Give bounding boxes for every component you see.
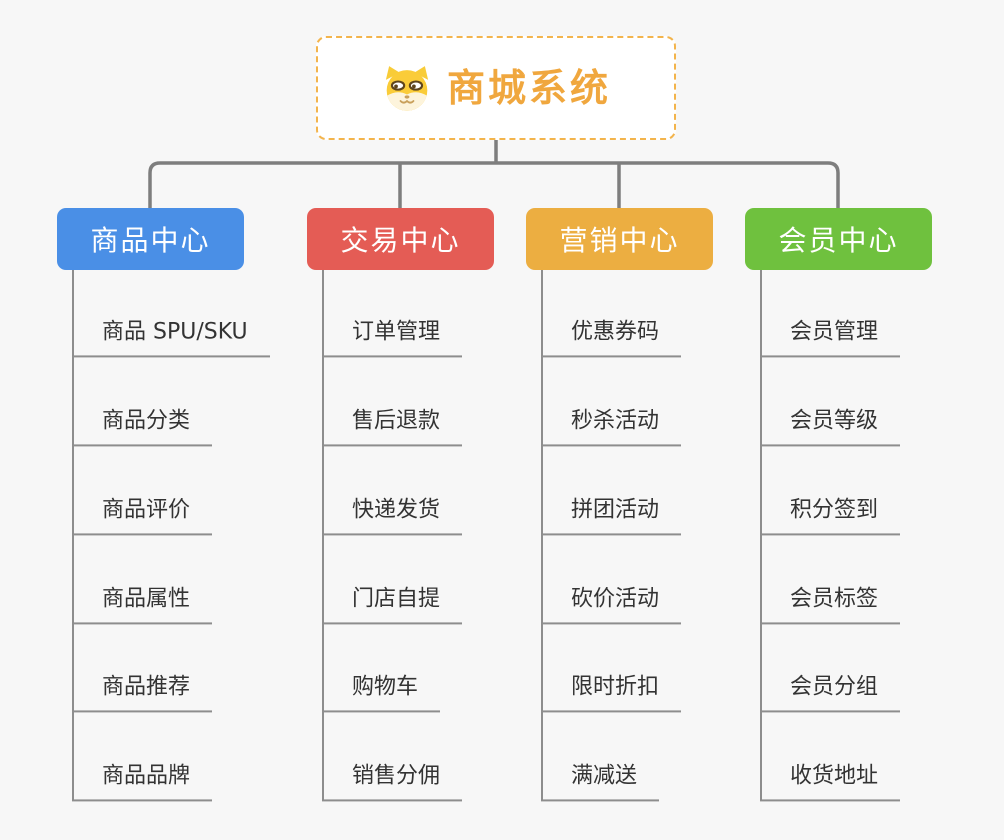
leaf-node[interactable]: 会员管理	[760, 318, 901, 357]
root-title: 商城系统	[446, 66, 611, 110]
branch-spine	[322, 270, 324, 801]
dog-face-icon	[381, 64, 433, 112]
branch-header-label: 交易中心	[340, 224, 461, 257]
leaf-node[interactable]: 砍价活动	[541, 585, 682, 624]
leaf-node[interactable]: 快递发货	[322, 496, 463, 535]
branch-header-0[interactable]: 商品中心	[57, 208, 244, 270]
leaf-node[interactable]: 收货地址	[760, 762, 901, 801]
root-node[interactable]: 商城系统	[316, 36, 676, 140]
leaf-node[interactable]: 秒杀活动	[541, 407, 682, 446]
branch-header-label: 会员中心	[778, 224, 899, 257]
leaf-node[interactable]: 会员标签	[760, 585, 901, 624]
leaf-node[interactable]: 积分签到	[760, 496, 901, 535]
leaf-node[interactable]: 会员等级	[760, 407, 901, 446]
leaf-node[interactable]: 售后退款	[322, 407, 463, 446]
leaf-node[interactable]: 购物车	[322, 673, 441, 712]
leaf-node[interactable]: 优惠券码	[541, 318, 682, 357]
branch-header-2[interactable]: 营销中心	[526, 208, 713, 270]
branch-header-1[interactable]: 交易中心	[307, 208, 494, 270]
branch-header-label: 营销中心	[559, 224, 680, 257]
branch-spine	[541, 270, 543, 801]
branch-spine	[760, 270, 762, 801]
leaf-node[interactable]: 满减送	[541, 762, 660, 801]
leaf-node[interactable]: 商品评价	[72, 496, 213, 535]
leaf-node[interactable]: 门店自提	[322, 585, 463, 624]
leaf-node[interactable]: 限时折扣	[541, 673, 682, 712]
branch-connector-lines	[148, 140, 840, 208]
branch-header-3[interactable]: 会员中心	[745, 208, 932, 270]
leaf-node[interactable]: 会员分组	[760, 673, 901, 712]
leaf-node[interactable]: 拼团活动	[541, 496, 682, 535]
leaf-node[interactable]: 商品 SPU/SKU	[72, 318, 270, 357]
leaf-node[interactable]: 商品属性	[72, 585, 213, 624]
leaf-node[interactable]: 商品品牌	[72, 762, 213, 801]
leaf-node[interactable]: 商品推荐	[72, 673, 213, 712]
leaf-node[interactable]: 销售分佣	[322, 762, 463, 801]
branch-spine	[72, 270, 74, 801]
branch-header-label: 商品中心	[90, 224, 211, 257]
leaf-node[interactable]: 商品分类	[72, 407, 213, 446]
leaf-node[interactable]: 订单管理	[322, 318, 463, 357]
